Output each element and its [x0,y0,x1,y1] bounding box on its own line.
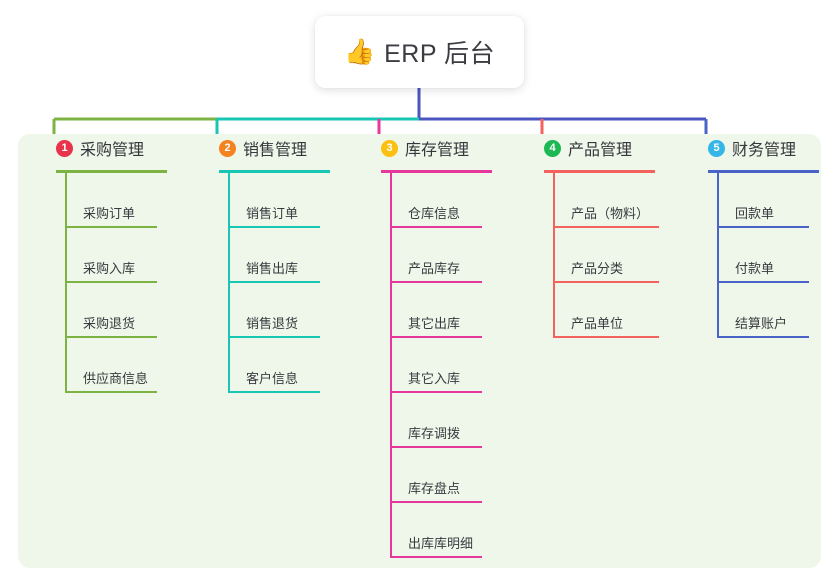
list-item-rule [65,336,157,338]
list-item-label: 产品单位 [571,316,624,331]
list-item[interactable]: 结算账户 [717,283,809,338]
list-item-rule [228,336,320,338]
list-item-label: 其它入库 [408,371,461,386]
list-item-rule [390,226,482,228]
list-item-rule [228,226,320,228]
list-item[interactable]: 采购退货 [65,283,157,338]
column-5: 5 财务管理回款单付款单结算账户 [690,134,819,338]
list-item-rule [390,501,482,503]
column-header-5[interactable]: 5 财务管理 [690,134,796,162]
list-item-rule [553,336,659,338]
column-title-3: 库存管理 [405,142,470,159]
list-item[interactable]: 采购入库 [65,228,157,283]
list-item-label: 结算账户 [735,316,788,331]
list-item[interactable]: 产品分类 [553,228,659,283]
list-item[interactable]: 销售订单 [228,173,320,228]
list-item[interactable]: 销售出库 [228,228,320,283]
column-header-rule-1 [56,170,167,173]
list-item-label: 供应商信息 [83,371,149,386]
column-header-1[interactable]: 1 采购管理 [38,134,144,162]
list-item[interactable]: 回款单 [717,173,809,228]
column-4: 4 产品管理产品（物料） 产品分类产品单位 [526,134,659,338]
list-item-rule [717,281,809,283]
list-item-label: 回款单 [735,206,775,221]
list-item-label: 其它出库 [408,316,461,331]
list-item-rule [65,226,157,228]
list-item[interactable]: 销售退货 [228,283,320,338]
list-item-label: 库存调拨 [408,426,461,441]
list-item-rule [553,226,659,228]
column-header-4[interactable]: 4 产品管理 [526,134,632,162]
column-header-rule-3 [381,170,492,173]
list-item[interactable]: 其它入库 [390,338,482,393]
list-item[interactable]: 库存调拨 [390,393,482,448]
list-item-rule [228,281,320,283]
column-header-2[interactable]: 2 销售管理 [201,134,307,162]
column-spine-1 [65,173,67,393]
column-spine-3 [390,173,392,558]
column-badge-4: 4 [544,139,561,157]
list-item-label: 采购退货 [83,316,136,331]
list-item-rule [717,226,809,228]
column-spine-5 [717,173,719,338]
thumbs-up-icon: 👍 [343,37,376,66]
diagram-panel: 1 采购管理采购订单采购入库采购退货供应商信息 2 销售管理销售订单销售出库销售退货客… [18,134,821,568]
list-item-rule [390,281,482,283]
list-item-rule [390,336,482,338]
list-item-label: 客户信息 [246,371,299,386]
list-item[interactable]: 产品库存 [390,228,482,283]
list-item-rule [65,391,157,393]
list-item[interactable]: 付款单 [717,228,809,283]
column-title-4: 产品管理 [568,142,633,159]
column-header-rule-2 [219,170,330,173]
list-item-rule [390,556,482,558]
list-item-label: 出库库明细 [408,536,474,551]
column-spine-2 [228,173,230,393]
column-1: 1 采购管理采购订单采购入库采购退货供应商信息 [38,134,167,393]
list-item[interactable]: 产品单位 [553,283,659,338]
column-spine-4 [553,173,555,338]
list-item[interactable]: 库存盘点 [390,448,482,503]
list-item-label: 产品库存 [408,261,461,276]
list-item-rule [390,446,482,448]
list-item-label: 采购入库 [83,261,136,276]
list-item[interactable]: 采购订单 [65,173,157,228]
list-item[interactable]: 其它出库 [390,283,482,338]
root-node-card[interactable]: 👍 ERP 后台 [315,16,524,88]
list-item-label: 产品分类 [571,261,624,276]
list-item-label: 库存盘点 [408,481,461,496]
list-item-rule [65,281,157,283]
column-title-5: 财务管理 [732,142,797,159]
list-item-rule [390,391,482,393]
column-badge-5: 5 [708,139,725,157]
list-item-rule [228,391,320,393]
column-header-rule-5 [708,170,819,173]
list-item[interactable]: 客户信息 [228,338,320,393]
column-badge-3: 3 [381,139,398,157]
list-item[interactable]: 供应商信息 [65,338,157,393]
column-title-2: 销售管理 [243,142,308,159]
list-item-label: 付款单 [735,261,775,276]
column-badge-1: 1 [56,139,73,157]
list-item-label: 销售订单 [246,206,299,221]
list-item-label: 仓库信息 [408,206,461,221]
root-node-title: ERP 后台 [384,40,496,68]
list-item[interactable]: 产品（物料） [553,173,659,228]
list-item-label: 销售退货 [246,316,299,331]
list-item[interactable]: 仓库信息 [390,173,482,228]
column-3: 3 库存管理仓库信息产品库存其它出库其它入库库存调拨库存盘点出库库明细 [363,134,492,558]
column-2: 2 销售管理销售订单销售出库销售退货客户信息 [201,134,330,393]
list-item-label: 产品（物料） [571,206,650,221]
list-item[interactable]: 出库库明细 [390,503,482,558]
column-header-rule-4 [544,170,655,173]
list-item-rule [717,336,809,338]
list-item-rule [553,281,659,283]
list-item-label: 采购订单 [83,206,136,221]
column-header-3[interactable]: 3 库存管理 [363,134,469,162]
column-badge-2: 2 [219,139,236,157]
list-item-label: 销售出库 [246,261,299,276]
column-title-1: 采购管理 [80,142,145,159]
